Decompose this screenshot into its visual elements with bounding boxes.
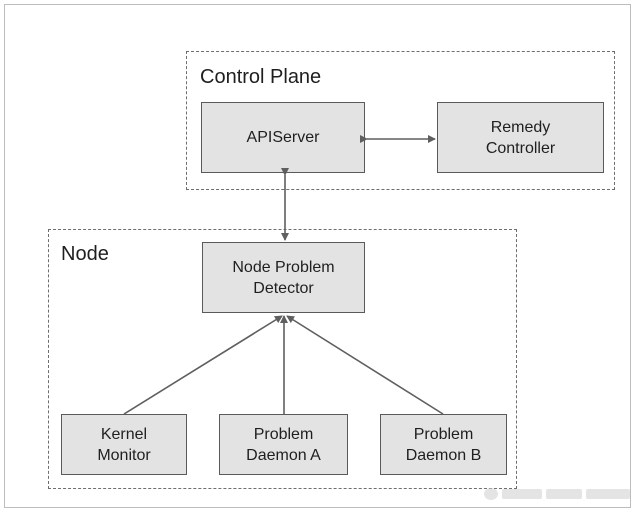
kernel-monitor-box[interactable]: Kernel Monitor bbox=[61, 414, 187, 475]
problem-daemon-a-label: Problem Daemon A bbox=[246, 425, 321, 464]
remedy-controller-label: Remedy Controller bbox=[485, 118, 556, 157]
kernel-monitor-label: Kernel Monitor bbox=[97, 425, 151, 464]
node-problem-detector-label: Node Problem Detector bbox=[232, 258, 335, 297]
problem-daemon-a-box[interactable]: Problem Daemon A bbox=[219, 414, 348, 475]
control-plane-label: Control Plane bbox=[200, 66, 322, 88]
node-problem-detector-box[interactable]: Node Problem Detector bbox=[202, 242, 365, 313]
remedy-controller-box[interactable]: Remedy Controller bbox=[437, 102, 604, 173]
node-label: Node bbox=[61, 243, 109, 265]
problem-daemon-b-label: Problem Daemon B bbox=[405, 425, 482, 464]
apiserver-box[interactable]: APIServer bbox=[201, 102, 365, 173]
watermark bbox=[484, 486, 632, 502]
control-plane-group bbox=[186, 51, 615, 190]
apiserver-label: APIServer bbox=[246, 129, 320, 146]
problem-daemon-b-box[interactable]: Problem Daemon B bbox=[380, 414, 507, 475]
